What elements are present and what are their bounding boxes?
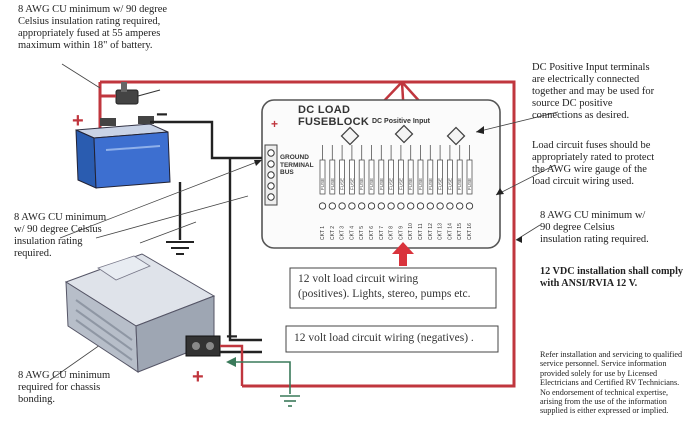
power-converter bbox=[64, 253, 221, 373]
converter-leads bbox=[220, 344, 262, 386]
circuit-terminal bbox=[358, 202, 366, 210]
circuit-terminal bbox=[377, 202, 385, 210]
circuit-label: CKT 15 bbox=[457, 223, 463, 240]
chassis-ground-symbol bbox=[280, 395, 300, 407]
circuit-terminal bbox=[397, 202, 405, 210]
fuse-label: FUSE bbox=[369, 178, 374, 190]
battery-minus-sign: − bbox=[156, 104, 168, 126]
converter-plus-sign: + bbox=[192, 366, 204, 388]
circuit-label: CKT 5 bbox=[359, 226, 365, 240]
circuit-label: CKT 6 bbox=[369, 226, 375, 240]
circuit-label: CKT 8 bbox=[389, 226, 395, 240]
circuit-label: CKT 16 bbox=[467, 223, 473, 240]
circuit-terminal bbox=[338, 202, 346, 210]
fuseblock-title: DC LOAD FUSEBLOCK bbox=[298, 104, 370, 128]
chassis-ground-wire bbox=[230, 361, 291, 394]
fuse-label: FUSE bbox=[398, 178, 403, 190]
note-chassis-bond: 8 AWG CU minimum required for chassis bo… bbox=[18, 370, 111, 405]
positives-box-text: 12 volt load circuit wiring (positives).… bbox=[298, 273, 471, 300]
negatives-box-text: 12 volt load circuit wiring (negatives) … bbox=[294, 332, 474, 344]
fuse-label: FUSE bbox=[349, 178, 354, 190]
fuse-label: FUSE bbox=[447, 178, 452, 190]
circuit-terminal bbox=[436, 202, 444, 210]
pointer-arrowheads bbox=[254, 126, 522, 243]
fuse-label: FUSE bbox=[379, 178, 384, 190]
fuse-label: FUSE bbox=[330, 178, 335, 190]
note-installation: 12 VDC installation shall comply with AN… bbox=[540, 266, 684, 289]
dc-positive-input-label: DC Positive Input bbox=[372, 118, 430, 125]
circuit-label: CKT 7 bbox=[379, 226, 385, 240]
circuit-label: CKT 9 bbox=[398, 226, 404, 240]
circuit-label: CKT 10 bbox=[408, 223, 414, 240]
circuit-label: CKT 1 bbox=[320, 226, 326, 240]
circuit-label: CKT 2 bbox=[330, 226, 336, 240]
inline-fuse bbox=[100, 82, 161, 105]
circuit-label: CKT 4 bbox=[349, 226, 355, 240]
circuit-label: CKT 12 bbox=[428, 223, 434, 240]
fuse-label: FUSE bbox=[359, 178, 364, 190]
positives-box bbox=[289, 267, 497, 309]
fuse-label: FUSE bbox=[408, 178, 413, 190]
circuit-terminal bbox=[348, 202, 356, 210]
note-ground-wire: 8 AWG CU minimum w/ 90 degree Celsius in… bbox=[14, 212, 107, 259]
fuse-label: FUSE bbox=[418, 178, 423, 190]
dc-input-terminals bbox=[340, 124, 466, 146]
circuit-terminal bbox=[328, 202, 336, 210]
fuse-label: FUSE bbox=[320, 178, 325, 190]
fuse-label: FUSE bbox=[428, 178, 433, 190]
note-load-fuses: Load circuit fuses should be appropriate… bbox=[532, 140, 655, 187]
battery bbox=[75, 116, 171, 189]
circuit-terminal bbox=[416, 202, 425, 210]
circuit-terminal bbox=[407, 202, 415, 210]
fuse-label: FUSE bbox=[457, 178, 462, 190]
battery-plus-sign: + bbox=[72, 110, 84, 132]
note-dc-positive: DC Positive Input terminals are electric… bbox=[532, 62, 655, 121]
load-arrow bbox=[392, 242, 414, 266]
note-right-awg: 8 AWG CU minimum w/ 90 degree Celsius in… bbox=[540, 210, 649, 245]
note-battery-wire: 8 AWG CU minimum w/ 90 degree Celsius in… bbox=[18, 4, 168, 51]
fuse-label: FUSE bbox=[467, 178, 472, 190]
fuse-label: FUSE bbox=[389, 178, 394, 190]
note-disclaimer: Refer installation and servicing to qual… bbox=[540, 350, 683, 416]
circuit-label: CKT 13 bbox=[438, 223, 444, 240]
chassis-arrowhead bbox=[226, 357, 236, 367]
battery-plus: + bbox=[271, 117, 279, 131]
ground-bus-label: GROUND TERMINAL BUS bbox=[280, 154, 314, 176]
converter-minus-sign: − bbox=[226, 326, 238, 348]
ground-bus-screws bbox=[267, 149, 275, 201]
fuse-label: FUSE bbox=[438, 178, 443, 190]
battery-ground-symbol bbox=[166, 241, 194, 255]
circuit-terminal bbox=[426, 202, 434, 210]
circuit-label: CKT 3 bbox=[340, 226, 346, 240]
circuit-terminal bbox=[318, 202, 327, 210]
circuit-terminal bbox=[465, 202, 474, 210]
fuse-label: FUSE bbox=[340, 178, 345, 190]
circuit-terminal bbox=[387, 202, 395, 210]
circuit-terminal bbox=[446, 202, 454, 210]
circuit-terminal bbox=[456, 202, 464, 210]
fuse-row: FUSE CKT 1 FUSE CKT 2 FUSE CKT 3 FUSE CKT 4 FUSE… bbox=[318, 145, 474, 240]
negatives-box bbox=[285, 325, 499, 353]
circuit-terminal bbox=[367, 202, 376, 210]
circuit-label: CKT 14 bbox=[447, 223, 453, 240]
circuit-label: CKT 11 bbox=[418, 223, 424, 240]
